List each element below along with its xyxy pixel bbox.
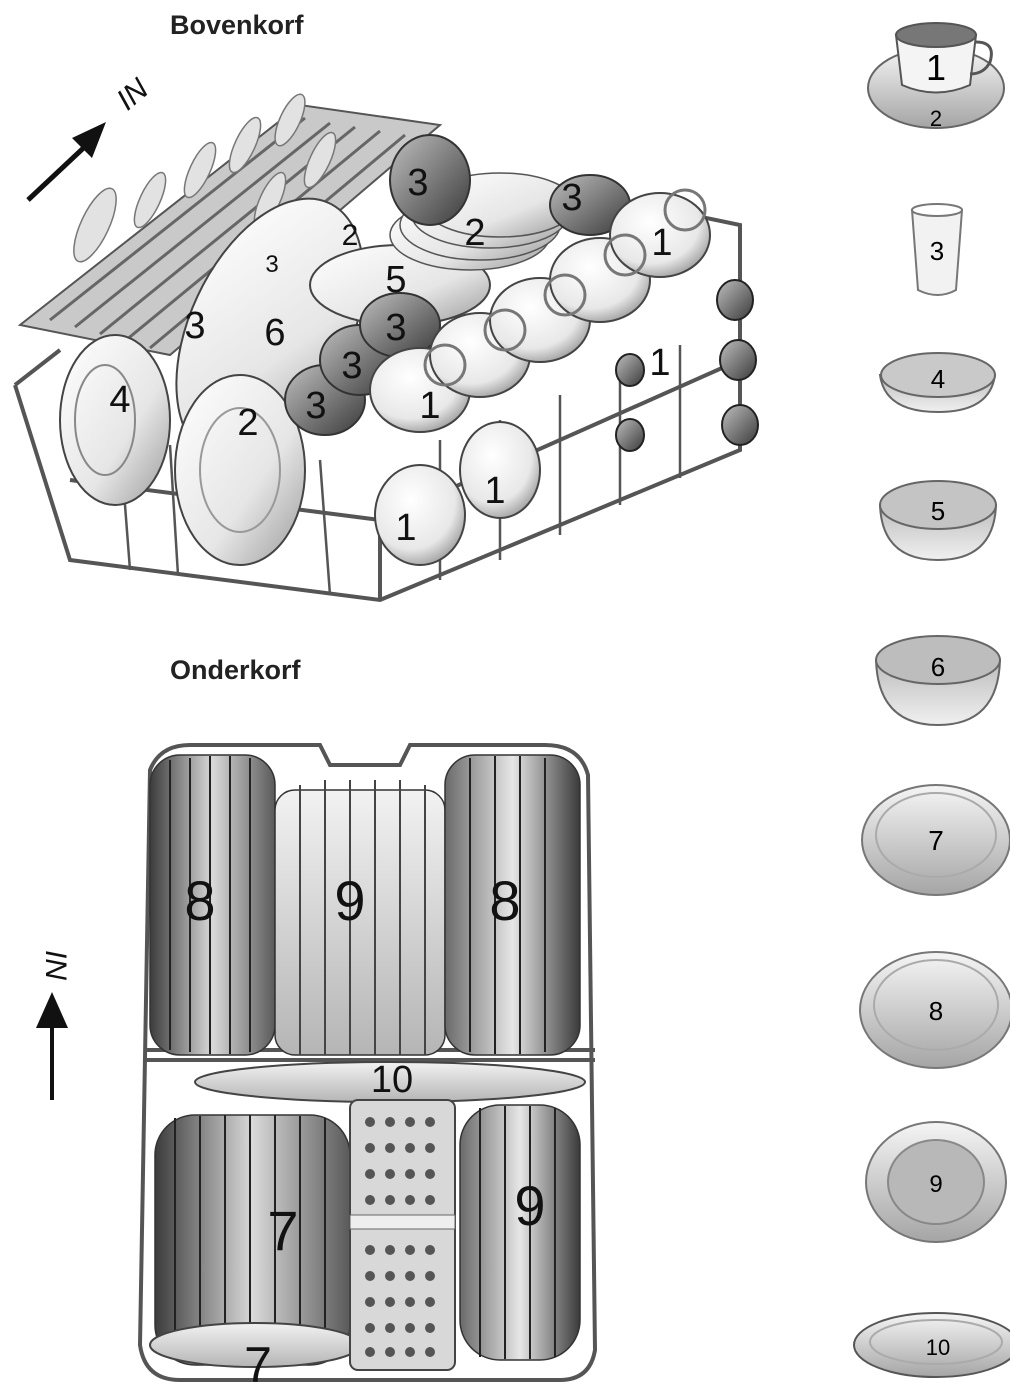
legend-glass: 3 <box>910 203 964 296</box>
lower-label-dinner-plate: 8 <box>489 869 520 932</box>
cutlery-basket <box>349 1099 456 1371</box>
upper-label-glass: 3 <box>305 385 326 427</box>
legend-dinner-plate: 8 <box>859 951 1010 1069</box>
legend: 1 2 3 4 5 6 7 8 9 <box>853 22 1010 1378</box>
lower-bottom-plates <box>149 1104 581 1368</box>
lower-label-soup-plate: 9 <box>334 869 365 932</box>
upper-label-glass: 3 <box>561 177 582 219</box>
legend-label: 7 <box>928 825 944 856</box>
legend-medium-bowl: 5 <box>878 480 998 562</box>
legend-label: 8 <box>929 996 943 1026</box>
lower-basket-illustration: 8 9 8 10 7 9 7 <box>36 743 598 1387</box>
legend-soup-plate: 9 <box>865 1121 1007 1243</box>
legend-small-bowl: 4 <box>878 352 997 414</box>
lower-label-dessert-plate: 7 <box>267 1199 298 1262</box>
upper-label-glass: 3 <box>385 307 406 349</box>
upper-direction-arrow <box>26 122 106 202</box>
legend-label: 4 <box>931 364 945 394</box>
lower-direction-arrow <box>36 992 68 1100</box>
legend-label: 2 <box>930 106 942 131</box>
upper-label-saucer: 2 <box>464 212 485 254</box>
upper-label-large-bowl: 6 <box>264 312 285 354</box>
legend-label: 6 <box>931 652 945 682</box>
lower-basket-title: Onderkorf <box>170 655 301 685</box>
upper-label-glass: 3 <box>341 345 362 387</box>
upper-label-glass: 3 <box>407 162 428 204</box>
lower-label-platter: 10 <box>371 1059 413 1101</box>
legend-label: 3 <box>930 236 944 266</box>
legend-cup-saucer: 1 2 <box>867 22 1005 131</box>
cutlery-tray <box>17 93 443 357</box>
legend-label: 9 <box>929 1171 942 1198</box>
upper-label-cup: 1 <box>649 342 670 384</box>
upper-label-cup: 1 <box>395 507 416 549</box>
legend-dessert-plate: 7 <box>861 784 1010 896</box>
upper-label-small-bowl: 4 <box>109 379 130 421</box>
upper-label-saucer: 2 <box>342 219 359 252</box>
upper-label-cup: 1 <box>419 385 440 427</box>
lower-label-dinner-plate: 8 <box>184 869 215 932</box>
legend-large-bowl: 6 <box>874 635 1002 727</box>
lower-label-dessert-plate: 7 <box>244 1337 272 1387</box>
upper-label-medium-bowl: 5 <box>385 259 406 301</box>
upper-basket-illustration: 1 1 1 1 1 2 2 2 3 3 3 3 3 3 3 4 5 6 <box>13 93 759 603</box>
legend-label: 10 <box>926 1335 950 1360</box>
upper-label-saucer: 2 <box>237 402 258 444</box>
upper-label-glass: 3 <box>184 305 205 347</box>
legend-platter: 10 <box>853 1312 1010 1378</box>
legend-label: 5 <box>931 496 945 526</box>
lower-label-soup-plate: 9 <box>514 1174 545 1237</box>
upper-rack-wheels <box>615 279 759 452</box>
upper-label-cup: 1 <box>484 470 505 512</box>
legend-label: 1 <box>926 47 946 88</box>
upper-basket-title: Bovenkorf <box>170 10 304 40</box>
upper-label-glass: 3 <box>265 251 278 278</box>
upper-label-cup: 1 <box>651 222 672 264</box>
lower-top-plates <box>149 754 581 1056</box>
upper-dishes <box>59 134 711 566</box>
